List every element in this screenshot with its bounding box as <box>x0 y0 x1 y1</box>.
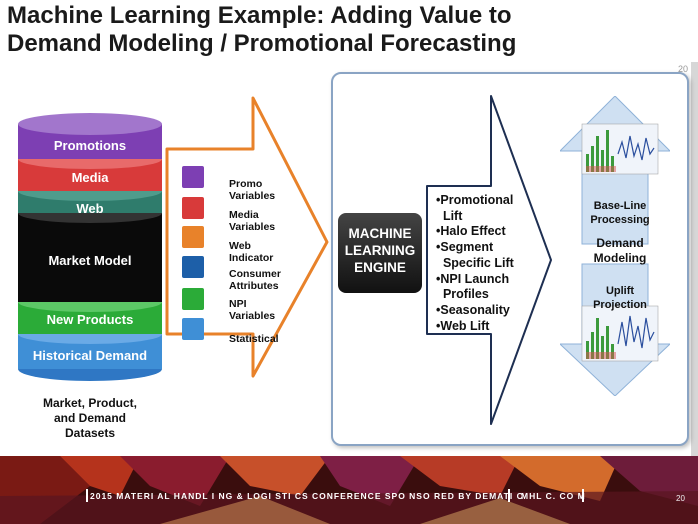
var-consumer-line2: Attributes <box>229 280 279 292</box>
stack-caption-line3: Datasets <box>64 426 116 440</box>
layer-market-model: Market Model <box>48 253 132 268</box>
var-npi-line2: Variables <box>229 310 276 322</box>
demand-line1: Demand <box>596 236 644 250</box>
footer-conference-text: 2015 MATERI AL HANDL I NG & LOGI STI CS … <box>90 491 524 501</box>
var-promo-line1: Promo <box>229 178 263 190</box>
output-item: •Web Lift <box>436 318 490 333</box>
var-npi-line1: NPI <box>229 298 247 310</box>
media-variables-box <box>182 197 204 219</box>
right-edge-bar <box>691 62 698 460</box>
machine-learning-engine: MACHINE LEARNING ENGINE <box>338 213 422 293</box>
var-promo: Promo Variables <box>229 178 275 202</box>
uplift-line2: Projection <box>593 299 647 311</box>
stack-caption-line1: Market, Product, <box>42 396 138 410</box>
var-consumer-line1: Consumer <box>229 268 281 280</box>
demand-modeling-label: Demand Modeling <box>570 236 670 266</box>
output-item: Lift <box>436 208 463 223</box>
footer-divider-right <box>582 489 584 502</box>
output-item: •Promotional <box>436 193 514 207</box>
layer-promotions: Promotions <box>53 138 127 153</box>
var-media-line2: Variables <box>229 221 276 233</box>
footer-page-number: 20 <box>676 494 685 503</box>
cylinder-graphic <box>18 113 162 381</box>
var-media: Media Variables <box>229 209 275 233</box>
footer-divider-mid <box>508 489 510 502</box>
output-list: •Promotional Lift •Halo Effect •Segment … <box>436 193 514 334</box>
npi-variables-box <box>182 288 204 310</box>
demand-line2: Modeling <box>593 251 647 265</box>
baseline-line1: Base-Line <box>593 200 647 212</box>
layer-web: Web <box>76 201 104 216</box>
layer-new-products: New Products <box>46 312 134 327</box>
stack-caption: Market, Product, and Demand Datasets <box>18 396 162 441</box>
web-indicator-box <box>182 226 204 248</box>
slide-number-top: 20 <box>678 64 689 74</box>
engine-line3: ENGINE <box>354 260 406 275</box>
uplift-line1: Uplift <box>605 285 635 297</box>
slide-title-line1: Machine Learning Example: Adding Value t… <box>7 2 512 29</box>
output-item: •Seasonality <box>436 302 510 317</box>
slide-title-line2: Demand Modeling / Promotional Forecastin… <box>7 30 517 57</box>
consumer-attributes-box <box>182 256 204 278</box>
footer-divider-left <box>86 489 88 502</box>
var-statistical: Statistical <box>229 333 279 345</box>
output-chevron <box>426 95 552 425</box>
output-item: •Segment <box>436 240 494 255</box>
engine-line1: MACHINE <box>348 226 412 241</box>
engine-line2: LEARNING <box>344 243 416 258</box>
stack-caption-line2: and Demand <box>53 411 126 425</box>
var-promo-line2: Variables <box>229 190 276 202</box>
baseline-processing-label: Base-Line Processing <box>575 199 665 227</box>
baseline-line2: Processing <box>590 214 650 226</box>
input-arrow <box>165 96 329 378</box>
slide-title: Machine Learning Example: Adding Value t… <box>7 2 607 58</box>
footer-banner <box>0 456 698 524</box>
var-web: Web Indicator <box>229 240 273 264</box>
demand-arrows-graphic <box>560 96 670 396</box>
var-web-line1: Web <box>229 240 251 252</box>
var-web-line2: Indicator <box>229 252 274 264</box>
footer-url: MHL C. CO M <box>521 491 586 501</box>
output-item: Profiles <box>436 287 489 302</box>
promo-variables-box <box>182 166 204 188</box>
output-item: •Halo Effect <box>436 224 506 239</box>
statistical-box <box>182 318 204 340</box>
var-npi: NPI Variables <box>229 298 275 322</box>
layer-historical-demand: Historical Demand <box>32 348 148 363</box>
output-item: Specific Lift <box>436 255 514 270</box>
uplift-projection-label: Uplift Projection <box>575 284 665 312</box>
var-media-line1: Media <box>229 209 259 221</box>
var-consumer: Consumer Attributes <box>229 268 281 292</box>
output-item: •NPI Launch <box>436 271 510 286</box>
layer-media: Media <box>71 170 109 185</box>
